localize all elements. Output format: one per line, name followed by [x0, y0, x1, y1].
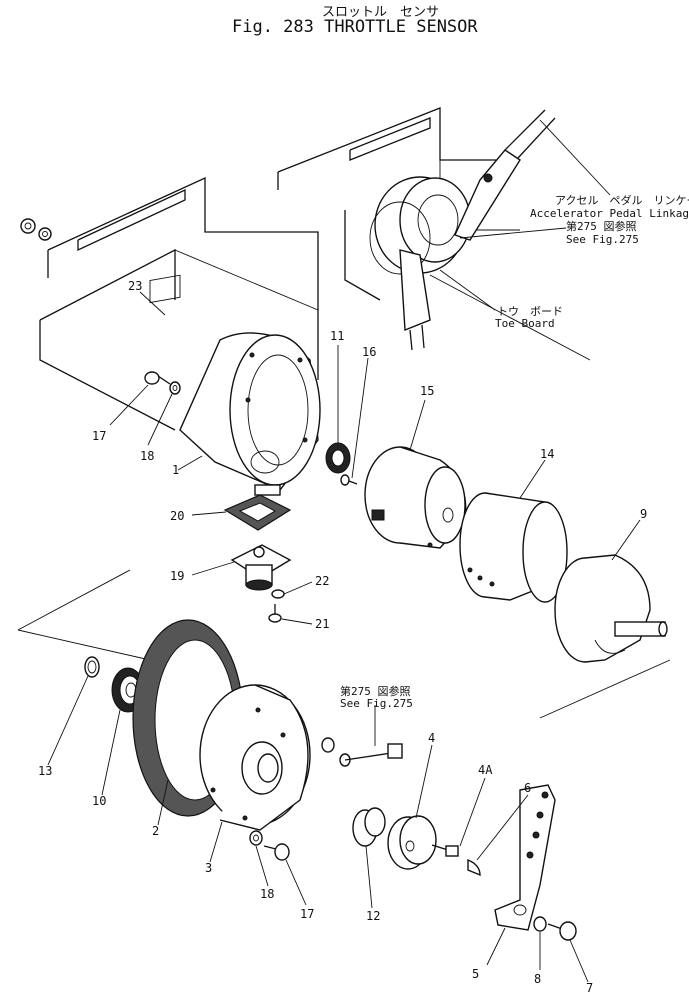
base-line-left-2: [17, 629, 151, 661]
label-plate: [149, 274, 181, 304]
part-12-collar: [352, 807, 386, 847]
base-line-right: [539, 659, 671, 719]
part-17-bolt-bottom: [263, 843, 290, 861]
part-8-washer: [533, 916, 547, 932]
title-japanese: スロットル センサ: [322, 5, 439, 20]
part-6-key: [467, 858, 481, 877]
callout-see-fig275-mid-jp: 第275 図参照: [340, 684, 411, 698]
label-part-18-top: 18: [140, 449, 154, 463]
part-3-cover-plate: [199, 684, 311, 831]
part-20-gasket: [223, 494, 292, 531]
label-part-4: 4: [428, 731, 435, 745]
part-17-bolt-top: [144, 371, 171, 385]
leader-toe-board: [439, 269, 496, 311]
label-part-9: 9: [640, 507, 647, 521]
nut-pair: [20, 218, 52, 241]
leader-lines: [47, 291, 641, 983]
label-part-23: 23: [128, 279, 142, 293]
part-11-bearing: [325, 442, 351, 474]
part-5-lever: [494, 784, 556, 931]
label-part-7: 7: [586, 981, 593, 994]
label-part-22: 22: [315, 574, 329, 588]
label-part-11: 11: [330, 329, 344, 343]
part-22-washer: [271, 589, 285, 599]
pedal-linkage: [454, 109, 556, 241]
callout-see-fig275-mid-en: See Fig.275: [340, 697, 413, 710]
label-part-14: 14: [540, 447, 554, 461]
part-18-washer-top: [169, 381, 181, 395]
label-part-15: 15: [420, 384, 434, 398]
part-18-washer-bottom: [249, 830, 263, 846]
label-part-1: 1: [172, 463, 179, 477]
label-part-6: 6: [524, 781, 531, 795]
label-part-21: 21: [315, 617, 329, 631]
part-1-housing: [179, 332, 321, 496]
label-part-17-bottom: 17: [300, 907, 314, 921]
part-21-screw: [268, 604, 282, 623]
label-part-4a: 4A: [478, 763, 493, 777]
callout-toe-board-jp: トウ ボード: [497, 305, 563, 318]
callout-see-fig275-top-jp: 第275 図参照: [566, 219, 637, 233]
leader-see-fig275-top: [459, 227, 567, 239]
part-13-snap-ring: [84, 656, 100, 678]
base-line-left: [17, 569, 131, 631]
label-part-12: 12: [366, 909, 380, 923]
figure-title: Fig. 283 THROTTLE SENSOR: [232, 17, 478, 37]
label-part-16: 16: [362, 345, 376, 359]
part-4-disc: [387, 815, 437, 870]
label-part-5: 5: [472, 967, 479, 981]
part-19-connector: [230, 544, 292, 591]
sensor-assembly-installed: [369, 176, 471, 351]
label-part-19: 19: [170, 569, 184, 583]
leader-accelerator: [539, 119, 611, 196]
label-part-10: 10: [92, 794, 106, 808]
label-part-2: 2: [152, 824, 159, 838]
callout-see-fig275-top-en: See Fig.275: [566, 233, 639, 246]
part-15-sensor-body: [364, 446, 467, 549]
label-part-13: 13: [38, 764, 52, 778]
part-see-fig275-bolt: [321, 737, 403, 767]
part-14-sleeve: [459, 492, 568, 603]
label-part-17-top: 17: [92, 429, 106, 443]
part-4a-screw: [431, 844, 459, 857]
callout-toe-board-en: Toe Board: [495, 317, 555, 330]
callout-accelerator-jp: アクセル ペダル リンケージ: [555, 193, 689, 207]
label-part-3: 3: [205, 861, 212, 875]
part-9-cover: [554, 554, 668, 663]
part-16-screw: [340, 474, 358, 486]
part-7-bolt: [547, 921, 577, 941]
callout-accelerator-en: Accelerator Pedal Linkage: [530, 207, 689, 220]
label-part-20: 20: [170, 509, 184, 523]
label-part-18-bottom: 18: [260, 887, 274, 901]
label-part-8: 8: [534, 972, 541, 986]
part-number-labels: 23 11 16 15 14 9 17 18 1 20 19 22 21 13 …: [38, 279, 647, 994]
floor-bracket-left: [39, 176, 319, 431]
